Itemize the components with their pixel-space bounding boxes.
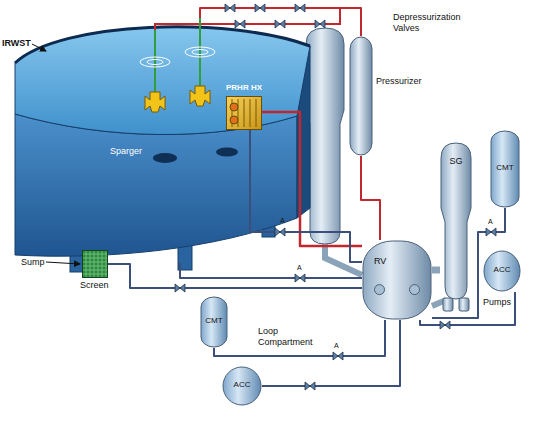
pipe-connector [361,156,380,240]
leader-arrow [32,44,46,51]
pipe-connector [200,8,361,36]
cold-leg-pipe [325,244,362,275]
sump-screen: Screen [82,250,108,278]
ripple [192,50,208,55]
valve-symbol [486,228,496,236]
accumulator-tank: ACC [222,366,262,406]
valve-symbol [275,228,285,236]
sparger-symbol [190,86,210,106]
pump-symbol [459,298,469,311]
water-ripples [140,47,215,67]
pipe-connector [180,263,362,278]
valve-symbols [175,4,496,390]
heat-exchanger-shape [226,96,262,130]
node-label: PRHR HX [218,83,270,93]
part-label: Sump [21,257,45,268]
valve-symbol [295,4,305,12]
valve-symbol [235,20,245,28]
sump-screen-shape [82,250,108,278]
valve-group-label: Depressurization Valves [393,12,473,34]
leader-arrow [46,262,80,264]
heat-exchanger: PRHR HX [226,96,262,130]
pipe-connector [420,292,515,325]
node-label: Screen [80,280,109,291]
reactor-vessel-shape [362,240,432,320]
sparger-pipe [154,30,156,92]
reactor-coolant-pumps [443,298,469,311]
valve-label: A [280,216,285,225]
sparger-pipe [199,18,201,86]
pipe-connector [108,264,362,288]
valve-label: A [297,263,302,272]
accumulator-tank: ACC [483,250,521,292]
valve-symbol [225,4,235,12]
node-label: ACC [483,265,521,275]
valve-symbol [315,20,325,28]
valve-symbol [333,352,343,360]
node-label: SG [440,156,472,167]
red-pipe [155,8,340,30]
valve-symbol [440,321,450,329]
pipe-connector [250,130,362,262]
node-label: CMT [490,163,520,173]
node-label: IRWST [2,38,31,49]
core-makeup-tank: CMT [490,130,520,208]
cold-leg-pipe [432,300,446,306]
pipe-connector [214,320,385,356]
node-label: CMT [200,316,228,326]
ripple [140,57,170,67]
area-label: Loop Compartment [258,326,324,348]
part-label: Sparger [110,146,142,157]
irwst-tank-shape [15,18,312,263]
valve-symbol [275,20,285,28]
valve-label: A [488,217,493,226]
valve-symbol [305,382,315,390]
valve-symbol [295,274,305,282]
node-label: RV [374,256,386,267]
node-label: ACC [222,380,262,390]
vessel-outline [306,28,344,244]
pipe-connector [262,320,400,386]
part-label: Pumps [483,297,511,308]
pressurizer-vessel-shape [349,36,373,156]
pipe-connector [432,267,440,274]
reactor-vessel: RV [362,240,432,320]
sparger-symbol [145,92,165,112]
sparger-heads [145,86,210,112]
depressurization-branch [155,8,340,92]
valve-symbol [255,4,265,12]
ripple [185,47,215,57]
pipe-connector [262,112,362,246]
ripple [147,60,163,65]
steam-generator: SG [440,142,472,300]
valve-symbol [175,284,185,292]
pressurizer-vessel: Pressurizer [349,36,373,156]
node-label: Pressurizer [376,76,422,87]
pump-symbol [443,298,453,311]
valve-label: A [334,341,339,350]
irwst-tank: IRWSTPRHR HX [15,18,312,263]
core-makeup-tank: CMT [200,296,228,348]
